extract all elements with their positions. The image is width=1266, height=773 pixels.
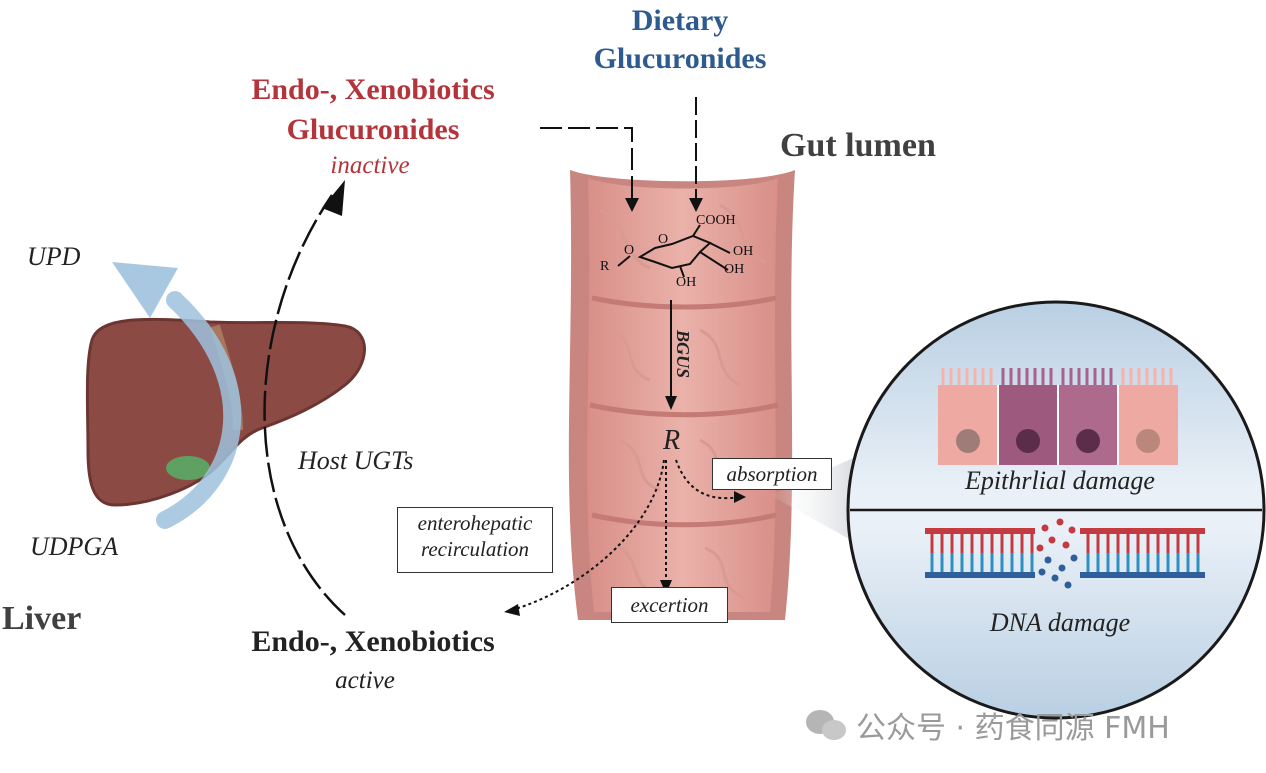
- oh-label-3: OH: [676, 275, 697, 290]
- liver-label: Liver: [2, 600, 82, 637]
- absorption-box: absorption: [712, 458, 832, 490]
- zoom-cone: [770, 455, 860, 545]
- host-ugts-arrow: [263, 180, 346, 616]
- cooh-label: COOH: [696, 213, 736, 228]
- epithelial-cells: [938, 368, 1178, 465]
- epithelial-damage-label: Epithrlial damage: [965, 466, 1155, 495]
- r-aglycone-label: R: [663, 425, 681, 456]
- wechat-icon: [806, 710, 846, 740]
- active-label: active: [335, 667, 395, 694]
- udpga-label: UDPGA: [30, 532, 119, 561]
- endo-active-label: Endo-, Xenobiotics: [251, 625, 495, 658]
- watermark-text: 公众号 · 药食同源 FMH: [856, 711, 1170, 746]
- gut-lumen-illustration: [568, 170, 795, 620]
- ring-oxygen-label: O: [658, 232, 669, 247]
- r-group-label: R: [600, 259, 610, 274]
- dna-damage-label: DNA damage: [989, 608, 1131, 637]
- host-ugts-label: Host UGTs: [298, 446, 414, 475]
- link-oxygen-label: O: [624, 243, 635, 258]
- endo-top-line2: Glucuronides: [286, 113, 460, 146]
- dna-strand: [925, 518, 1205, 589]
- gut-lumen-label: Gut lumen: [780, 127, 936, 164]
- bgus-label: BGUS: [673, 330, 693, 379]
- dietary-glucuronides-label: Dietary Glucuronides: [560, 2, 800, 78]
- glucuronide-structure: [617, 224, 731, 278]
- upd-udpga-arrow: [112, 262, 242, 529]
- enterohepatic-line2: recirculation: [420, 537, 530, 562]
- inactive-label: inactive: [330, 152, 410, 179]
- dietary-line1: Dietary: [631, 4, 729, 37]
- dietary-line2: Glucuronides: [593, 42, 767, 75]
- oh-label-1: OH: [733, 244, 754, 259]
- bgus-arrow: [665, 300, 677, 410]
- oh-label-2: OH: [724, 262, 745, 277]
- endo-glucuronides-label: Endo-, Xenobiotics Glucuronides: [215, 70, 531, 150]
- zoom-circle: [846, 300, 1266, 720]
- enterohepatic-box: enterohepatic recirculation: [397, 507, 553, 573]
- upd-label: UPD: [27, 242, 81, 271]
- dashed-inflow-arrows: [540, 97, 703, 212]
- endo-top-line1: Endo-, Xenobiotics: [251, 73, 495, 106]
- enterohepatic-line1: enterohepatic: [417, 511, 533, 535]
- r-outflow-arrows: [504, 459, 746, 616]
- excertion-box: excertion: [611, 587, 728, 623]
